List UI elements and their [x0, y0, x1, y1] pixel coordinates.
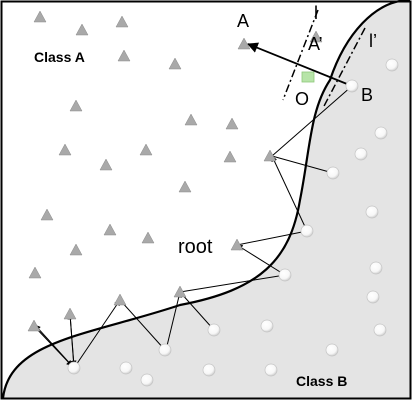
- path-arrow: [271, 85, 353, 157]
- search-path: [33, 85, 353, 369]
- class-b-circle: [365, 205, 379, 219]
- class-b-circle: [119, 361, 133, 375]
- class-a-triangle: [99, 158, 113, 171]
- o-marker: [301, 71, 315, 83]
- class-b-label: Class B: [296, 373, 347, 389]
- a-label: A: [237, 11, 249, 31]
- path-arrow: [271, 155, 334, 175]
- class-a-triangle: [103, 223, 117, 236]
- path-arrow: [236, 229, 308, 246]
- class-a-triangle: [237, 37, 251, 50]
- class-a-triangle: [139, 143, 153, 156]
- arrow-b-to-a: [246, 42, 353, 87]
- class-b-circle: [369, 261, 383, 275]
- class-b-circle: [354, 147, 368, 161]
- class-b-circle: [278, 268, 292, 282]
- class-a-triangle: [40, 208, 54, 221]
- path-arrow: [271, 155, 308, 232]
- path-arrow: [179, 291, 215, 331]
- class-a-triangle: [28, 266, 42, 279]
- class-a-triangle: [115, 15, 129, 28]
- b-label: B: [361, 85, 373, 105]
- class-a-triangle: [58, 143, 72, 156]
- class-b-circle: [373, 323, 387, 337]
- o-label: O: [295, 89, 309, 109]
- line-l: [282, 9, 319, 101]
- l-label: l: [314, 3, 318, 23]
- class-b-circle: [326, 166, 340, 180]
- class-a-triangle: [178, 180, 192, 193]
- path-arrow: [236, 244, 286, 276]
- class-a-triangle: [168, 57, 182, 70]
- class-a-triangle: [173, 285, 187, 298]
- path-arrow: [33, 325, 73, 367]
- class-a-triangle: [63, 307, 77, 320]
- class-b-circle: [260, 319, 274, 333]
- class-a-triangle: [113, 293, 127, 306]
- class-b-circle: [300, 224, 314, 238]
- class-a-triangle: [69, 243, 83, 256]
- class-a-triangle: [230, 238, 244, 251]
- path-arrow: [179, 272, 286, 293]
- class-b-circle: [325, 343, 339, 357]
- class-a-triangle: [27, 319, 41, 332]
- class-a-triangle: [141, 231, 155, 244]
- root-label: root: [178, 236, 213, 258]
- line-l-prime: [322, 27, 366, 109]
- class-a-points: [27, 10, 323, 332]
- class-b-circle: [264, 363, 278, 377]
- class-b-circle: [207, 323, 221, 337]
- class-b-circle: [374, 126, 388, 140]
- class-b-circle: [140, 373, 154, 387]
- l-prime-label: l’: [369, 31, 377, 51]
- class-b-circle: [345, 79, 359, 93]
- class-a-triangle: [33, 10, 47, 23]
- class-b-circle: [67, 361, 81, 375]
- class-b-circle: [202, 363, 216, 377]
- class-b-points: [67, 58, 399, 387]
- class-a-triangle: [223, 150, 237, 163]
- class-b-region: [3, 0, 410, 398]
- class-a-triangle: [75, 23, 89, 36]
- class-a-triangle: [225, 117, 239, 130]
- class-a-triangle: [117, 49, 131, 62]
- path-arrow: [73, 299, 121, 369]
- path-arrow: [165, 291, 182, 351]
- path-arrow: [119, 299, 166, 351]
- path-arrow: [69, 313, 77, 367]
- class-a-label: Class A: [34, 49, 85, 65]
- class-a-triangle: [69, 99, 83, 112]
- class-b-circle: [385, 58, 399, 72]
- class-a-triangle: [263, 149, 277, 162]
- class-b-circle: [366, 290, 380, 304]
- a-prime-label: A’: [308, 34, 323, 54]
- class-b-circle: [158, 343, 172, 357]
- class-a-triangle: [309, 30, 323, 43]
- class-a-triangle: [184, 113, 198, 126]
